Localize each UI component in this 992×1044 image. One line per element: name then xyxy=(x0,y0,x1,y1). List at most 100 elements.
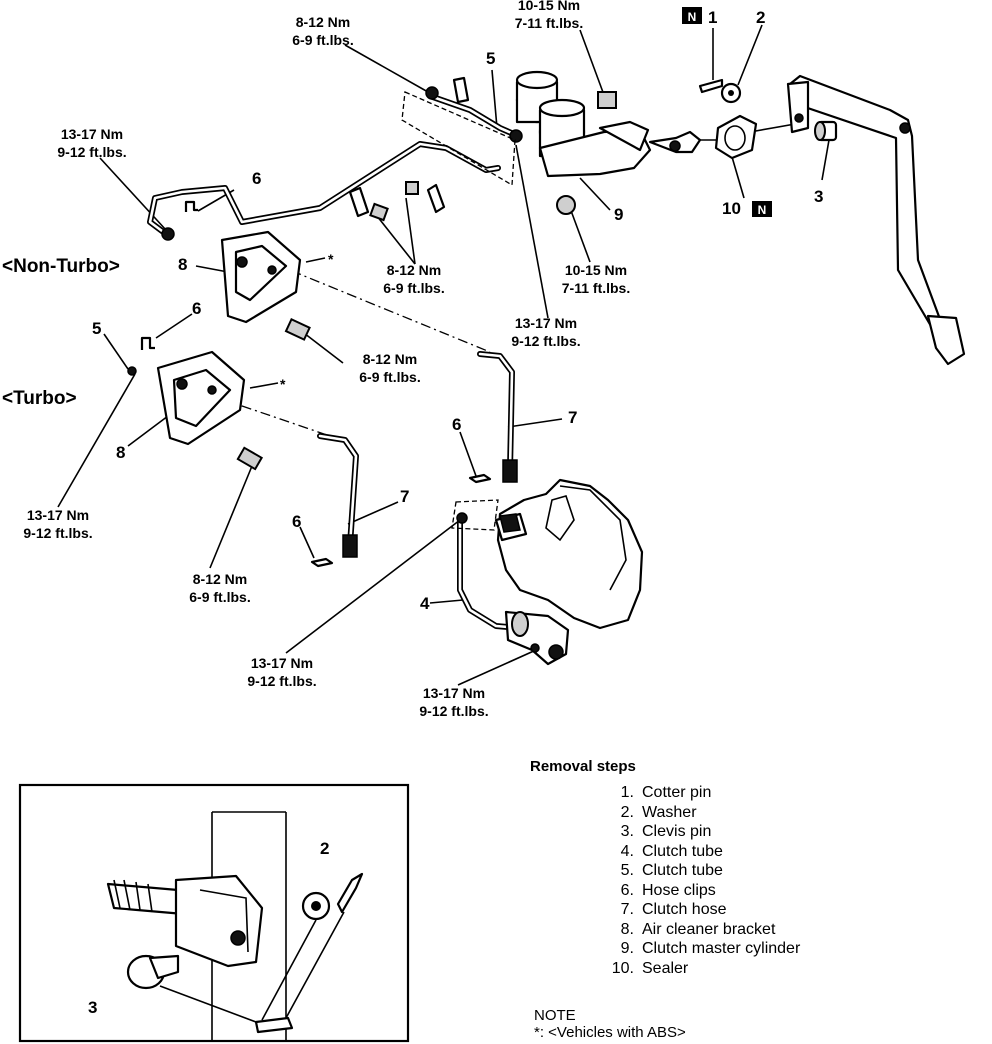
step-label: Cotter pin xyxy=(642,784,712,801)
torque-label-6: 13-17 Nm xyxy=(515,315,577,331)
step-number: 5. xyxy=(620,862,634,879)
callout-7-low: 7 xyxy=(400,487,409,506)
callout-2: 2 xyxy=(756,8,765,27)
abs-marker-turbo: * xyxy=(280,376,286,392)
clutch-master-cylinder xyxy=(515,70,702,178)
tube-bracket-plate xyxy=(401,91,516,187)
step-label: Clutch hose xyxy=(642,901,727,918)
torque-label-4-ftlbs: 6-9 ft.lbs. xyxy=(383,280,444,296)
torque-label-5-ftlbs: 7-11 ft.lbs. xyxy=(562,280,630,296)
release-cylinder xyxy=(456,512,570,666)
removal-steps-list: 1. Cotter pin 2. Washer 3. Clevis pin 4. Clu… xyxy=(530,783,860,978)
torque-label-11-ftlbs: 9-12 ft.lbs. xyxy=(419,703,488,719)
air-cleaner-bracket-non-turbo xyxy=(220,230,302,324)
torque-label-7: 8-12 Nm xyxy=(363,351,417,367)
replace-marker-box-1 xyxy=(682,7,702,24)
callout-5-turbo: 5 xyxy=(92,319,101,338)
hose-clip-icons xyxy=(140,76,492,568)
torque-label-8: 13-17 Nm xyxy=(27,507,89,523)
list-item: 5. Clutch tube xyxy=(598,861,860,881)
note-block: NOTE *: <Vehicles with ABS> xyxy=(534,1007,686,1041)
list-item: 8. Air cleaner bracket xyxy=(598,920,860,940)
torque-label-4: 8-12 Nm xyxy=(387,262,441,278)
removal-steps: Removal steps 1. Cotter pin 2. Washer 3. Cl… xyxy=(530,758,860,978)
step-label: Washer xyxy=(642,803,697,821)
clutch-tube-4-inner xyxy=(458,516,522,630)
non-turbo-label: <Non-Turbo> xyxy=(2,256,120,277)
torque-label-2-ftlbs: 7-11 ft.lbs. xyxy=(515,15,583,31)
tube-4-bracket xyxy=(451,499,499,531)
callout-5-top: 5 xyxy=(486,49,495,68)
callout-4: 4 xyxy=(420,594,430,613)
list-item: 6.Hose clips xyxy=(598,881,860,901)
torque-label-3: 13-17 Nm xyxy=(61,126,123,142)
sealer-gasket xyxy=(714,114,758,160)
list-item: 7. Clutch hose xyxy=(598,900,860,920)
callout-8-turbo: 8 xyxy=(116,443,125,462)
replace-marker-1: N xyxy=(688,10,697,24)
torque-label-11: 13-17 Nm xyxy=(423,685,485,701)
callout-7-right: 7 xyxy=(568,408,577,427)
note-title: NOTE xyxy=(534,1007,576,1024)
torque-label-2: 10-15 Nm xyxy=(518,0,580,13)
leader-lines xyxy=(57,24,830,994)
inset-detail xyxy=(18,783,410,1043)
bolt-icons xyxy=(127,91,617,471)
abs-marker-non-turbo: * xyxy=(328,251,334,267)
callout-9: 9 xyxy=(614,205,623,224)
replace-marker-box-10 xyxy=(752,201,772,217)
torque-label-10: 13-17 Nm xyxy=(251,655,313,671)
step-number: 3. xyxy=(620,823,634,840)
step-label: Clevis pin xyxy=(642,823,712,840)
step-number: 6. xyxy=(620,881,634,899)
callout-6-low: 6 xyxy=(292,512,301,531)
step-label: Clutch master cylinder xyxy=(642,940,801,957)
torque-label-5: 10-15 Nm xyxy=(565,262,627,278)
torque-label-1-ftlbs: 6-9 ft.lbs. xyxy=(292,32,353,48)
note-line: *: <Vehicles with ABS> xyxy=(534,1024,686,1041)
turbo-label: <Turbo> xyxy=(2,388,77,409)
torque-label-1: 8-12 Nm xyxy=(296,14,350,30)
removal-steps-title: Removal steps xyxy=(530,758,636,775)
torque-label-9-ftlbs: 6-9 ft.lbs. xyxy=(189,589,250,605)
callout-numbers: N 1 2 3 4 5 5 6 6 6 6 7 7 8 8 9 10 N 2 3… xyxy=(88,7,823,1017)
step-number: 2. xyxy=(620,803,634,821)
step-number: 9. xyxy=(620,940,634,957)
step-label: Clutch tube xyxy=(642,842,723,860)
air-cleaner-bracket-turbo xyxy=(156,350,246,446)
inset-callout-2: 2 xyxy=(320,839,329,858)
callout-8-non-turbo: 8 xyxy=(178,255,187,274)
washer-top xyxy=(720,82,742,104)
torque-label-9: 8-12 Nm xyxy=(193,571,247,587)
replace-marker-10: N xyxy=(758,203,767,217)
list-item: 1. Cotter pin xyxy=(598,783,860,803)
list-item: 10.Sealer xyxy=(598,959,860,979)
step-label: Clutch tube xyxy=(642,862,723,879)
callout-3: 3 xyxy=(814,187,823,206)
step-label: Air cleaner bracket xyxy=(642,920,776,938)
callout-10: 10 xyxy=(722,199,741,218)
step-number: 1. xyxy=(620,784,634,801)
torque-labels: 8-12 Nm 6-9 ft.lbs. 10-15 Nm 7-11 ft.lbs… xyxy=(23,0,630,719)
step-number: 8. xyxy=(620,920,634,938)
torque-label-10-ftlbs: 9-12 ft.lbs. xyxy=(247,673,316,689)
clutch-hose-lower xyxy=(317,433,359,558)
list-item: 2. Washer xyxy=(598,803,860,823)
step-number: 7. xyxy=(620,901,634,918)
torque-label-3-ftlbs: 9-12 ft.lbs. xyxy=(57,144,126,160)
callout-6-top: 6 xyxy=(252,169,261,188)
clevis-pin-top xyxy=(814,120,838,142)
inset-callout-3: 3 xyxy=(88,998,97,1017)
torque-label-8-ftlbs: 9-12 ft.lbs. xyxy=(23,525,92,541)
callout-6-mid: 6 xyxy=(192,299,201,318)
step-label: Sealer xyxy=(642,959,689,977)
list-item: 4. Clutch tube xyxy=(598,842,860,862)
clutch-hose-upper xyxy=(477,351,518,483)
clutch-tube-5-non-turbo xyxy=(147,86,523,241)
torque-label-7-ftlbs: 6-9 ft.lbs. xyxy=(359,369,420,385)
torque-label-6-ftlbs: 9-12 ft.lbs. xyxy=(511,333,580,349)
cotter-pin-top xyxy=(698,78,724,94)
step-number: 4. xyxy=(620,842,634,860)
callout-6-right: 6 xyxy=(452,415,461,434)
